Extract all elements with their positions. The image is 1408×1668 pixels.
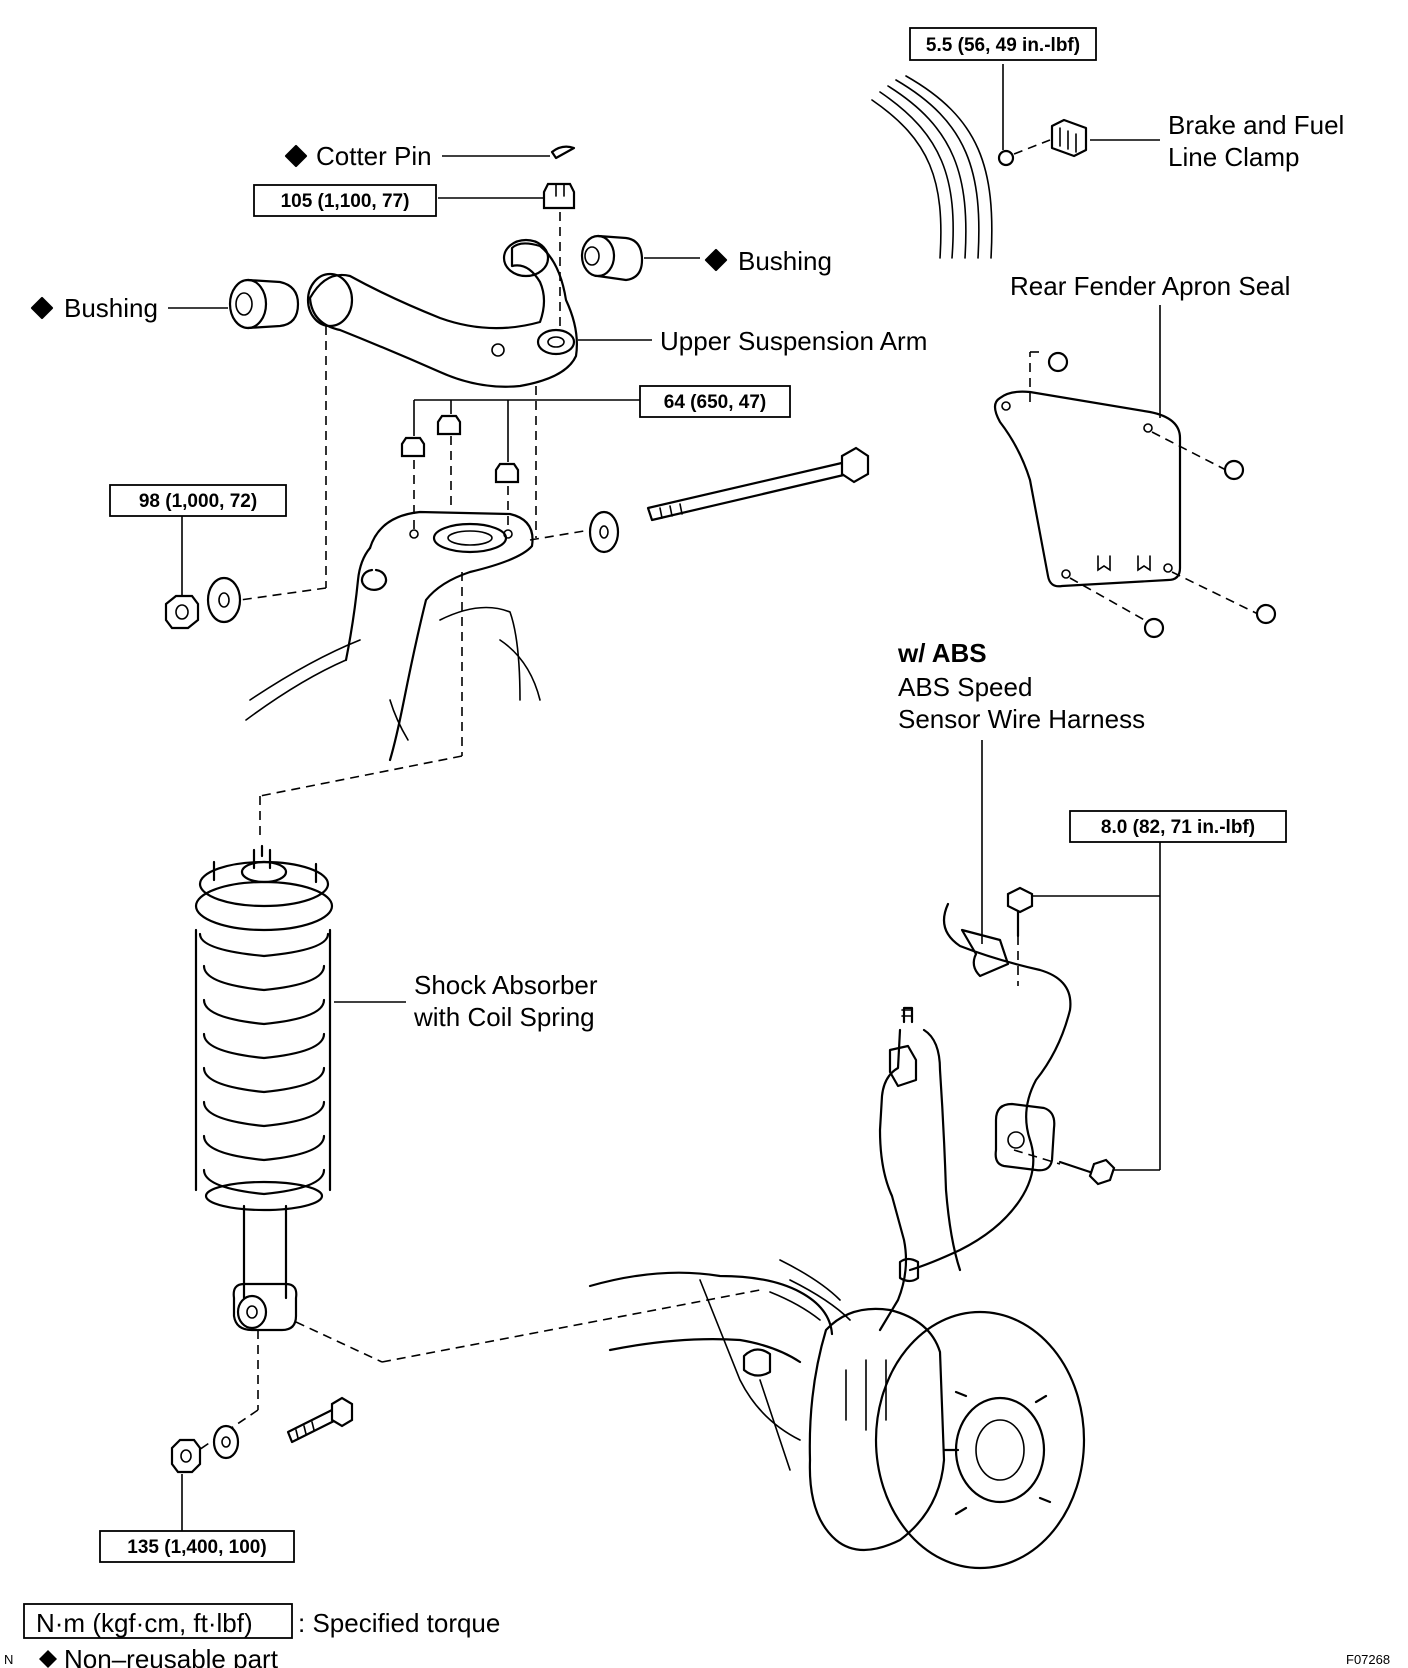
label-brake-fuel-clamp-line2: Line Clamp [1168, 142, 1300, 172]
clip-icon [1223, 459, 1245, 481]
pivot-washer-left [206, 576, 242, 624]
abs-wire-harness [908, 902, 1072, 1272]
label-bushing-left: Bushing [64, 293, 158, 323]
label-abs-speed-sensor-line2: Sensor Wire Harness [898, 704, 1145, 734]
torque-clamp-nut: 5.5 (56, 49 in.-lbf) [909, 27, 1097, 61]
legend: N N·m (kgf·cm, ft·lbf) : Specified torqu… [4, 1603, 500, 1668]
rear-fender-apron-seal [993, 351, 1259, 623]
label-bushing-right: Bushing [738, 246, 832, 276]
brake-fuel-line-clamp [997, 118, 1088, 167]
torque-value: 135 (1,400, 100) [127, 1537, 266, 1558]
clip-icon [1255, 603, 1277, 625]
shock-lower-washer [212, 1424, 240, 1460]
abs-bolt-lower [1058, 1158, 1116, 1186]
shock-lower-nut [170, 1438, 202, 1474]
torque-arm-nut: 105 (1,100, 77) [253, 184, 437, 217]
label-shock-absorber-line2: with Coil Spring [413, 1002, 595, 1032]
upper-suspension-arm [306, 238, 578, 388]
shock-absorber [194, 844, 334, 1332]
label-shock-absorber: Shock Absorber [414, 970, 598, 1000]
pivot-bolt [646, 446, 870, 522]
legend-marker: N [4, 1652, 13, 1667]
pivot-washer [588, 510, 620, 554]
label-cotter-pin: Cotter Pin [316, 141, 432, 171]
clip-icons [1047, 351, 1277, 639]
label-abs-speed-sensor: ABS Speed [898, 672, 1032, 702]
bushing-left [228, 278, 300, 330]
torque-mount-nuts: 64 (650, 47) [639, 385, 791, 418]
pivot-nut [164, 594, 200, 630]
cotter-pin [550, 145, 576, 160]
label-brake-fuel-clamp: Brake and Fuel [1168, 110, 1344, 140]
figure-id: F07268 [1346, 1652, 1390, 1667]
frame-bracket [245, 510, 541, 762]
clip-icon [1143, 617, 1165, 639]
legend-unit-box: N·m (kgf·cm, ft·lbf) [36, 1608, 253, 1638]
torque-value: 64 (650, 47) [664, 392, 766, 413]
diamond-icon [704, 248, 728, 272]
steering-knuckle [878, 1006, 962, 1332]
mount-nuts [400, 414, 520, 484]
clamp-nut-icon [997, 149, 1015, 167]
torque-value: 5.5 (56, 49 in.-lbf) [926, 35, 1080, 56]
diamond-icon [39, 1650, 57, 1668]
torque-shock-lower: 135 (1,400, 100) [99, 1530, 295, 1563]
torque-pivot-nut: 98 (1,000, 72) [109, 484, 287, 517]
label-rear-fender-apron-seal: Rear Fender Apron Seal [1010, 271, 1290, 301]
legend-unit-text: : Specified torque [298, 1608, 500, 1638]
bushing-right [580, 234, 644, 282]
torque-value: 105 (1,100, 77) [281, 191, 410, 212]
torque-value: 8.0 (82, 71 in.-lbf) [1101, 817, 1255, 838]
drive-shaft-lower-arm [588, 1259, 851, 1471]
diamond-icon [30, 296, 54, 320]
torque-value: 98 (1,000, 72) [139, 491, 257, 512]
brake-fuel-lines [871, 75, 993, 259]
clip-icon [1047, 351, 1069, 373]
legend-nonreusable: Non–reusable part [64, 1644, 279, 1668]
brake-caliper [808, 1307, 946, 1551]
shock-lower-bolt [286, 1396, 354, 1444]
castle-nut [542, 182, 576, 210]
diamond-icon [284, 144, 308, 168]
label-upper-suspension-arm: Upper Suspension Arm [660, 326, 927, 356]
abs-bolt-upper [1006, 886, 1034, 938]
torque-abs-bolts: 8.0 (82, 71 in.-lbf) [1069, 810, 1287, 843]
label-w-abs: w/ ABS [897, 638, 987, 668]
brake-disc-hub [874, 1310, 1086, 1570]
